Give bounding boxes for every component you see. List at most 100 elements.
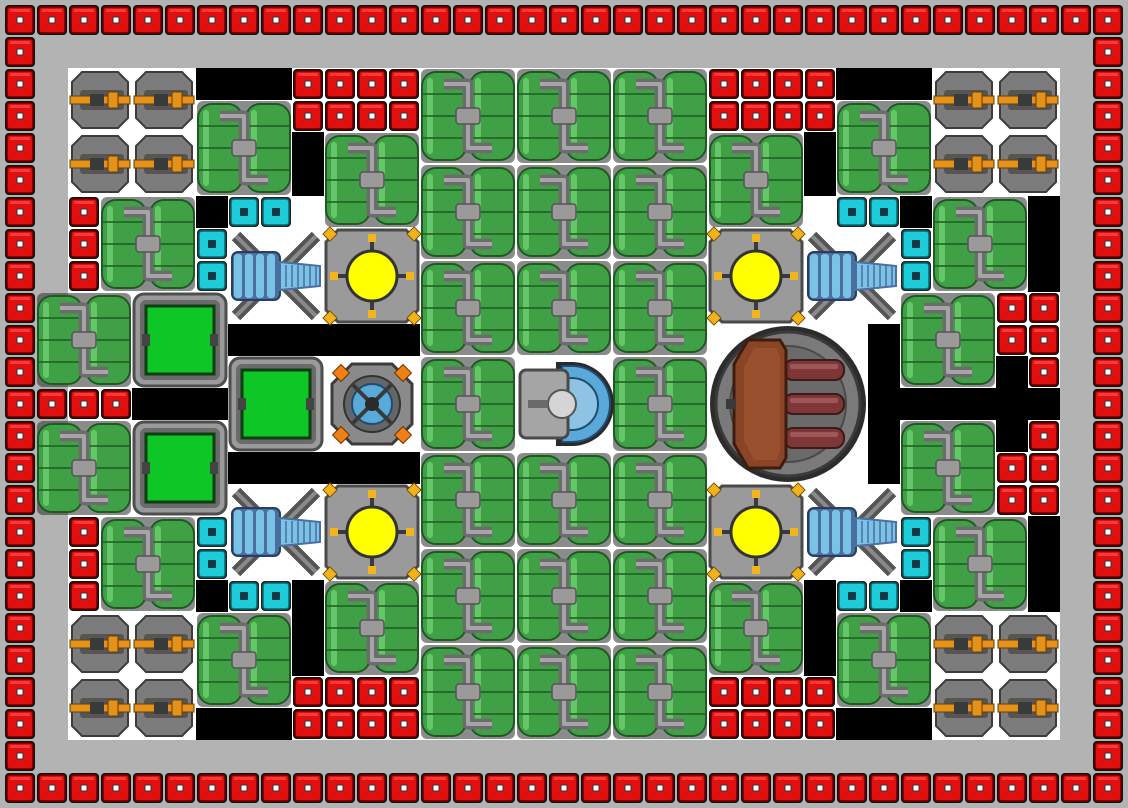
- armor-block[interactable]: [1093, 101, 1123, 131]
- armor-block[interactable]: [1029, 357, 1059, 387]
- fuel-tank[interactable]: [613, 645, 707, 739]
- fuel-tank[interactable]: [197, 101, 291, 195]
- cannon[interactable]: [933, 135, 995, 193]
- armor-block[interactable]: [389, 101, 419, 131]
- armor-block[interactable]: [69, 5, 99, 35]
- fuel-tank[interactable]: [933, 517, 1027, 611]
- armor-block[interactable]: [709, 101, 739, 131]
- armor-block[interactable]: [357, 773, 387, 803]
- armor-block[interactable]: [1093, 357, 1123, 387]
- armor-block[interactable]: [293, 773, 323, 803]
- cargo-bay[interactable]: [228, 356, 324, 452]
- armor-block[interactable]: [549, 773, 579, 803]
- armor-block[interactable]: [69, 549, 99, 579]
- cannon[interactable]: [933, 679, 995, 737]
- fuel-tank[interactable]: [517, 165, 611, 259]
- armor-block[interactable]: [293, 69, 323, 99]
- armor-block[interactable]: [325, 677, 355, 707]
- armor-block[interactable]: [933, 5, 963, 35]
- armor-block[interactable]: [357, 69, 387, 99]
- reactor[interactable]: [706, 226, 806, 326]
- cannon[interactable]: [997, 615, 1059, 673]
- shield-core[interactable]: [330, 362, 414, 446]
- fuel-tank[interactable]: [517, 69, 611, 163]
- armor-block[interactable]: [677, 773, 707, 803]
- armor-block[interactable]: [5, 229, 35, 259]
- armor-block[interactable]: [1093, 549, 1123, 579]
- coolant-node[interactable]: [837, 581, 867, 611]
- armor-block[interactable]: [997, 485, 1027, 515]
- armor-block[interactable]: [805, 709, 835, 739]
- coolant-node[interactable]: [901, 261, 931, 291]
- cannon[interactable]: [997, 135, 1059, 193]
- armor-block[interactable]: [1093, 709, 1123, 739]
- armor-block[interactable]: [741, 69, 771, 99]
- fuel-tank[interactable]: [901, 421, 995, 515]
- armor-block[interactable]: [1061, 5, 1091, 35]
- armor-block[interactable]: [5, 773, 35, 803]
- armor-block[interactable]: [133, 5, 163, 35]
- coolant-node[interactable]: [901, 517, 931, 547]
- armor-block[interactable]: [1093, 261, 1123, 291]
- armor-block[interactable]: [389, 5, 419, 35]
- armor-block[interactable]: [1093, 69, 1123, 99]
- armor-block[interactable]: [1093, 581, 1123, 611]
- command-module[interactable]: [518, 362, 614, 446]
- coolant-node[interactable]: [229, 581, 259, 611]
- armor-block[interactable]: [741, 709, 771, 739]
- armor-block[interactable]: [773, 709, 803, 739]
- armor-block[interactable]: [805, 677, 835, 707]
- armor-block[interactable]: [357, 677, 387, 707]
- fuel-tank[interactable]: [421, 549, 515, 643]
- armor-block[interactable]: [5, 741, 35, 771]
- armor-block[interactable]: [1093, 773, 1123, 803]
- armor-block[interactable]: [933, 773, 963, 803]
- armor-block[interactable]: [165, 5, 195, 35]
- armor-block[interactable]: [5, 549, 35, 579]
- armor-block[interactable]: [5, 453, 35, 483]
- armor-block[interactable]: [165, 773, 195, 803]
- armor-block[interactable]: [1093, 485, 1123, 515]
- armor-block[interactable]: [805, 773, 835, 803]
- thruster[interactable]: [807, 231, 897, 321]
- armor-block[interactable]: [709, 69, 739, 99]
- armor-block[interactable]: [1093, 677, 1123, 707]
- coolant-node[interactable]: [197, 549, 227, 579]
- armor-block[interactable]: [709, 709, 739, 739]
- armor-block[interactable]: [741, 773, 771, 803]
- armor-block[interactable]: [293, 677, 323, 707]
- armor-block[interactable]: [197, 773, 227, 803]
- armor-block[interactable]: [773, 677, 803, 707]
- armor-block[interactable]: [773, 101, 803, 131]
- fuel-tank[interactable]: [613, 549, 707, 643]
- cannon[interactable]: [133, 615, 195, 673]
- armor-block[interactable]: [261, 773, 291, 803]
- armor-block[interactable]: [741, 101, 771, 131]
- armor-block[interactable]: [997, 453, 1027, 483]
- cannon[interactable]: [69, 135, 131, 193]
- armor-block[interactable]: [101, 5, 131, 35]
- fuel-tank[interactable]: [421, 453, 515, 547]
- armor-block[interactable]: [997, 773, 1027, 803]
- armor-block[interactable]: [293, 101, 323, 131]
- cannon[interactable]: [133, 135, 195, 193]
- fuel-tank[interactable]: [613, 261, 707, 355]
- armor-block[interactable]: [5, 581, 35, 611]
- coolant-node[interactable]: [229, 197, 259, 227]
- armor-block[interactable]: [613, 773, 643, 803]
- armor-block[interactable]: [69, 197, 99, 227]
- armor-block[interactable]: [869, 773, 899, 803]
- coolant-node[interactable]: [197, 261, 227, 291]
- fuel-tank[interactable]: [37, 293, 131, 387]
- armor-block[interactable]: [325, 709, 355, 739]
- armor-block[interactable]: [805, 5, 835, 35]
- armor-block[interactable]: [69, 773, 99, 803]
- armor-block[interactable]: [5, 165, 35, 195]
- armor-block[interactable]: [1093, 133, 1123, 163]
- fuel-tank[interactable]: [421, 645, 515, 739]
- fuel-tank[interactable]: [421, 69, 515, 163]
- fuel-tank[interactable]: [421, 261, 515, 355]
- armor-block[interactable]: [997, 325, 1027, 355]
